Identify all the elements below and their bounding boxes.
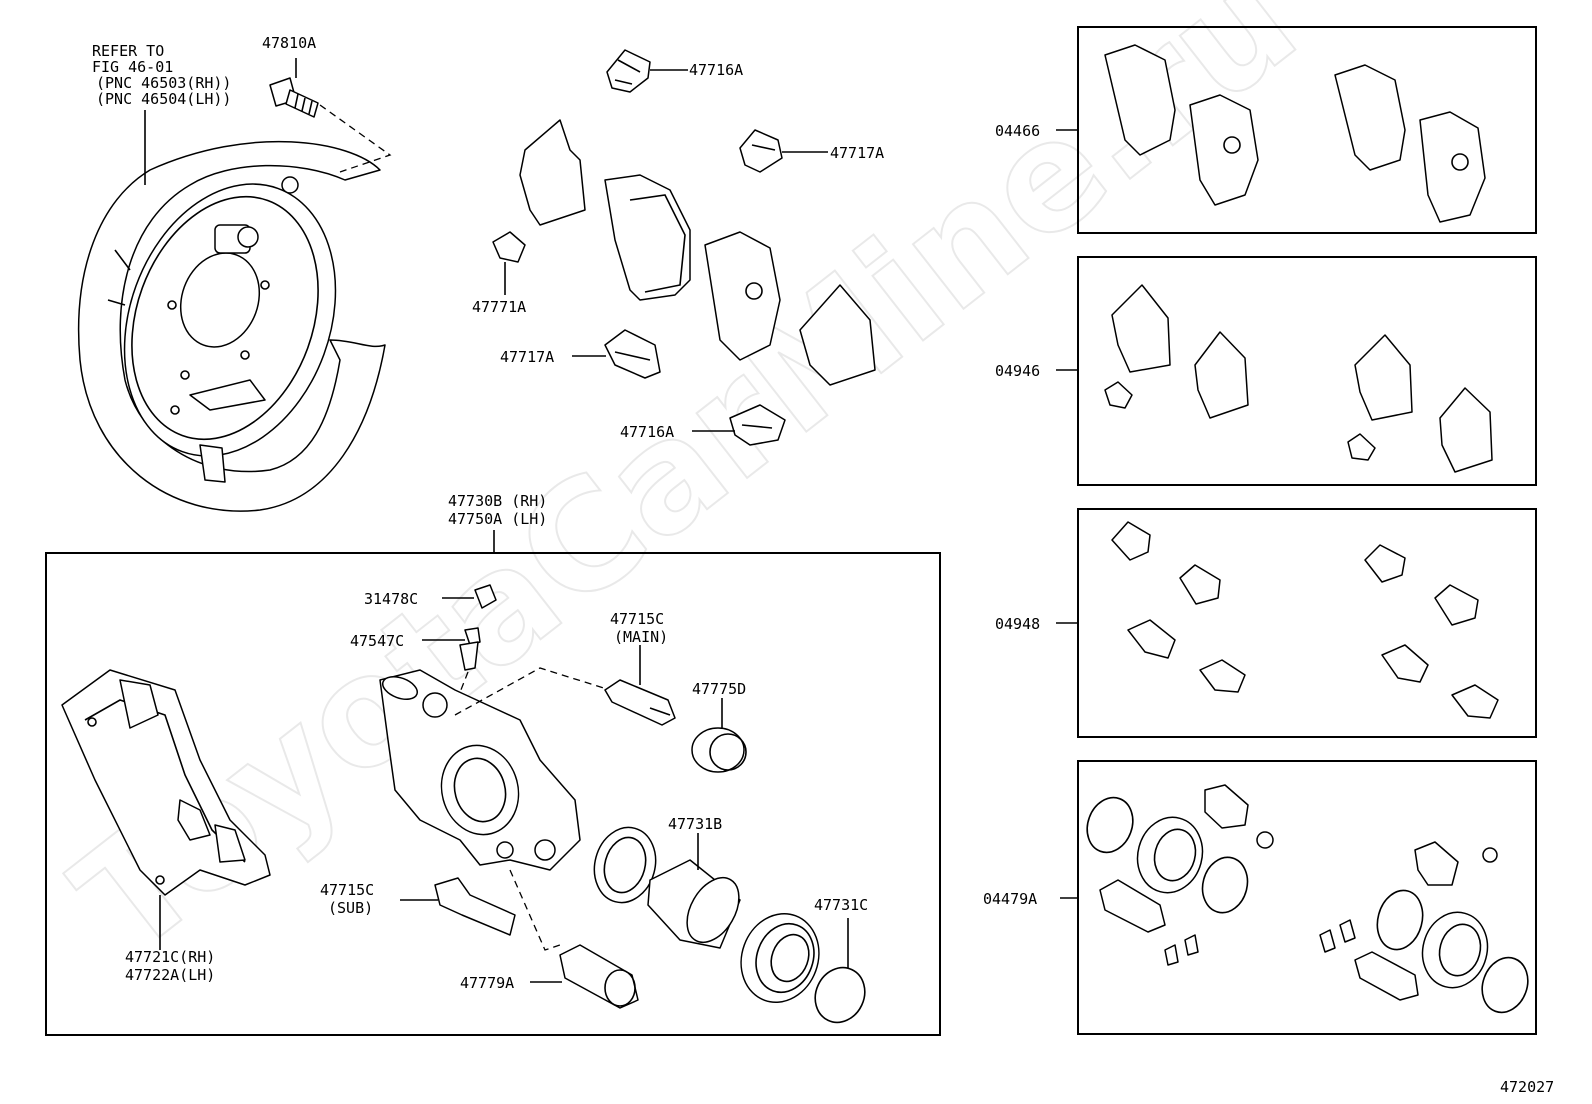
guide-pin-main [604,679,676,726]
kit-code-04479a: 04479A [983,890,1037,908]
pad-shim-right [799,284,876,386]
cylinder-boot-47731c [740,913,820,1003]
pad-shim-left [519,119,586,226]
mount-rh-label: 47721C(RH) [125,948,215,966]
spring-47717a-mid-label: 47717A [500,348,554,366]
mount-lh-label: 47722A(LH) [125,966,215,984]
seal-label: 47731C [814,896,868,914]
pin-sub-note: (SUB) [328,899,373,917]
bleeder-cap-31478c [474,584,497,609]
clip-47716a-bottom-label: 47716A [620,423,674,441]
boot-47779a [559,944,639,1009]
kit-code-04948: 04948 [995,615,1040,633]
caliper-assembly-box [45,552,941,1036]
kit-code-04946: 04946 [995,362,1040,380]
piston-47731b [647,859,741,949]
kit-box-04946 [1077,256,1537,486]
refer-note-line3: (PNC 46503(RH)) [96,74,231,92]
bleeder-label: 47547C [350,632,404,650]
backing-plate [77,140,386,512]
spring-47717a-top [739,129,783,173]
spring-47717a-top-label: 47717A [830,144,884,162]
brake-pad-outer [604,174,691,301]
clip-47716a-bottom [729,404,786,446]
pin-sub-label: 47715C [320,881,374,899]
snap-ring [814,966,866,1024]
brake-pad-inner [704,231,781,361]
bolt-label: 47810A [262,34,316,52]
kit-04946-shims [1104,284,1493,473]
spring-47717a-mid [604,329,661,379]
piston-label: 47731B [668,815,722,833]
clip-47771a-label: 47771A [472,298,526,316]
diagram-code: 472027 [1500,1078,1554,1096]
caliper-rh-label: 47730B (RH) [448,492,547,510]
bolt-47810a-part [269,77,319,118]
refer-note-line1: REFER TO [92,42,164,60]
pin-main-note: (MAIN) [614,628,668,646]
refer-note-line4: (PNC 46504(LH)) [96,90,231,108]
kit-04948-clips [1111,521,1499,719]
caliper-lh-label: 47750A (LH) [448,510,547,528]
bleeder-screw-47547c [459,627,481,671]
clip-47771a [492,231,526,263]
boot-a-label: 47779A [460,974,514,992]
kit-code-04466: 04466 [995,122,1040,140]
boot-47775d [691,727,747,773]
boot-d-label: 47775D [692,680,746,698]
refer-note-line2: FIG 46-01 [92,58,173,76]
clip-47716a-top-label: 47716A [689,61,743,79]
clip-47716a-top [606,49,651,93]
guide-pin-sub [434,877,516,936]
pin-main-label: 47715C [610,610,664,628]
kit-04479a-seals [1086,784,1529,1014]
kit-04466-pads [1104,44,1486,223]
caliper-body [379,669,581,871]
caliper-mounting-bracket [61,669,271,896]
cap-label: 31478C [364,590,418,608]
piston-seal-ring [593,826,657,904]
